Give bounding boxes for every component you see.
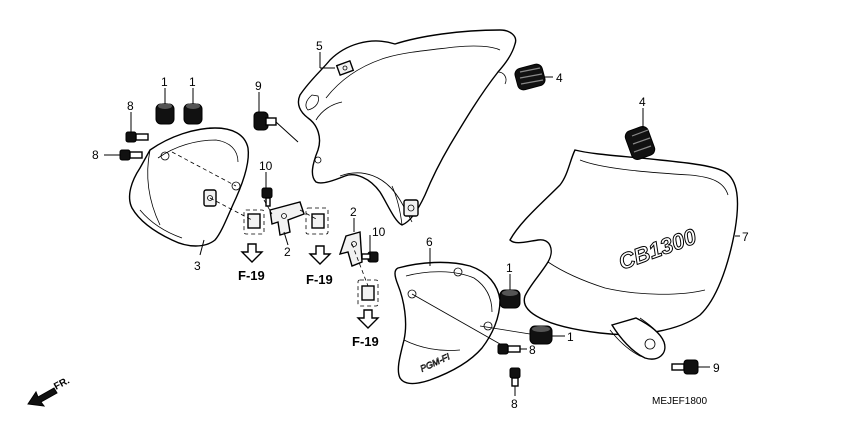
bolt-8-d — [509, 367, 521, 387]
callout-7: 7 — [742, 230, 749, 244]
callout-8-c: 8 — [529, 343, 536, 357]
grommet-1-a — [155, 103, 175, 125]
callout-1-b: 1 — [189, 75, 196, 89]
callout-1-c: 1 — [506, 261, 513, 275]
callout-10-a: 10 — [259, 159, 273, 173]
drawing-code: MEJEF1800 — [652, 396, 707, 407]
callout-8-a: 8 — [127, 99, 134, 113]
bracket-2-b — [338, 231, 363, 267]
clip-a — [243, 209, 265, 235]
front-direction-arrow: FR. — [27, 375, 72, 407]
callout-8-b: 8 — [92, 148, 99, 162]
front-label: FR. — [52, 375, 72, 392]
leaders — [104, 52, 740, 396]
grommet-1-d — [529, 325, 553, 345]
bracket-2-a — [269, 201, 305, 236]
ref-label-b: F-19 — [306, 272, 333, 287]
callout-2-a: 2 — [284, 245, 291, 259]
part-7-cover: CB1300 — [509, 149, 739, 360]
grommet-1-b — [183, 103, 203, 125]
clip-c — [357, 279, 379, 307]
callouts: 1 1 8 8 9 3 10 2 2 10 5 4 4 6 7 1 1 8 8 … — [92, 39, 749, 411]
bolt-8-c — [497, 343, 521, 355]
bolt-8-a — [125, 131, 149, 143]
callout-4-a: 4 — [556, 71, 563, 85]
screw-10-a — [261, 187, 273, 207]
callout-1-d: 1 — [567, 330, 574, 344]
callout-2-b: 2 — [350, 205, 357, 219]
part-3-cover — [128, 127, 250, 247]
callout-9-b: 9 — [713, 361, 720, 375]
bolt-9-b — [671, 359, 699, 375]
callout-4-b: 4 — [639, 95, 646, 109]
callout-1-a: 1 — [161, 75, 168, 89]
rubber-pad-4-a — [514, 63, 546, 91]
part-5-cover — [297, 29, 517, 226]
callout-5: 5 — [316, 39, 323, 53]
rubber-pad-4-b — [624, 125, 656, 161]
ref-arrow-c — [356, 309, 380, 329]
grommet-1-c — [499, 289, 521, 309]
callout-9-a: 9 — [255, 79, 262, 93]
callout-3: 3 — [194, 259, 201, 273]
ref-arrow-b — [308, 245, 332, 265]
callout-6: 6 — [426, 235, 433, 249]
ref-label-c: F-19 — [352, 334, 379, 349]
ref-arrow-a — [240, 243, 264, 263]
bolt-8-b — [119, 149, 143, 161]
callout-10-b: 10 — [372, 225, 386, 239]
ref-label-a: F-19 — [238, 268, 265, 283]
screw-10-b — [361, 251, 379, 263]
bolt-9-a — [253, 111, 277, 131]
callout-8-d: 8 — [511, 397, 518, 411]
part-6-cover: PGM-FI — [394, 261, 501, 385]
clip-b — [305, 207, 329, 235]
